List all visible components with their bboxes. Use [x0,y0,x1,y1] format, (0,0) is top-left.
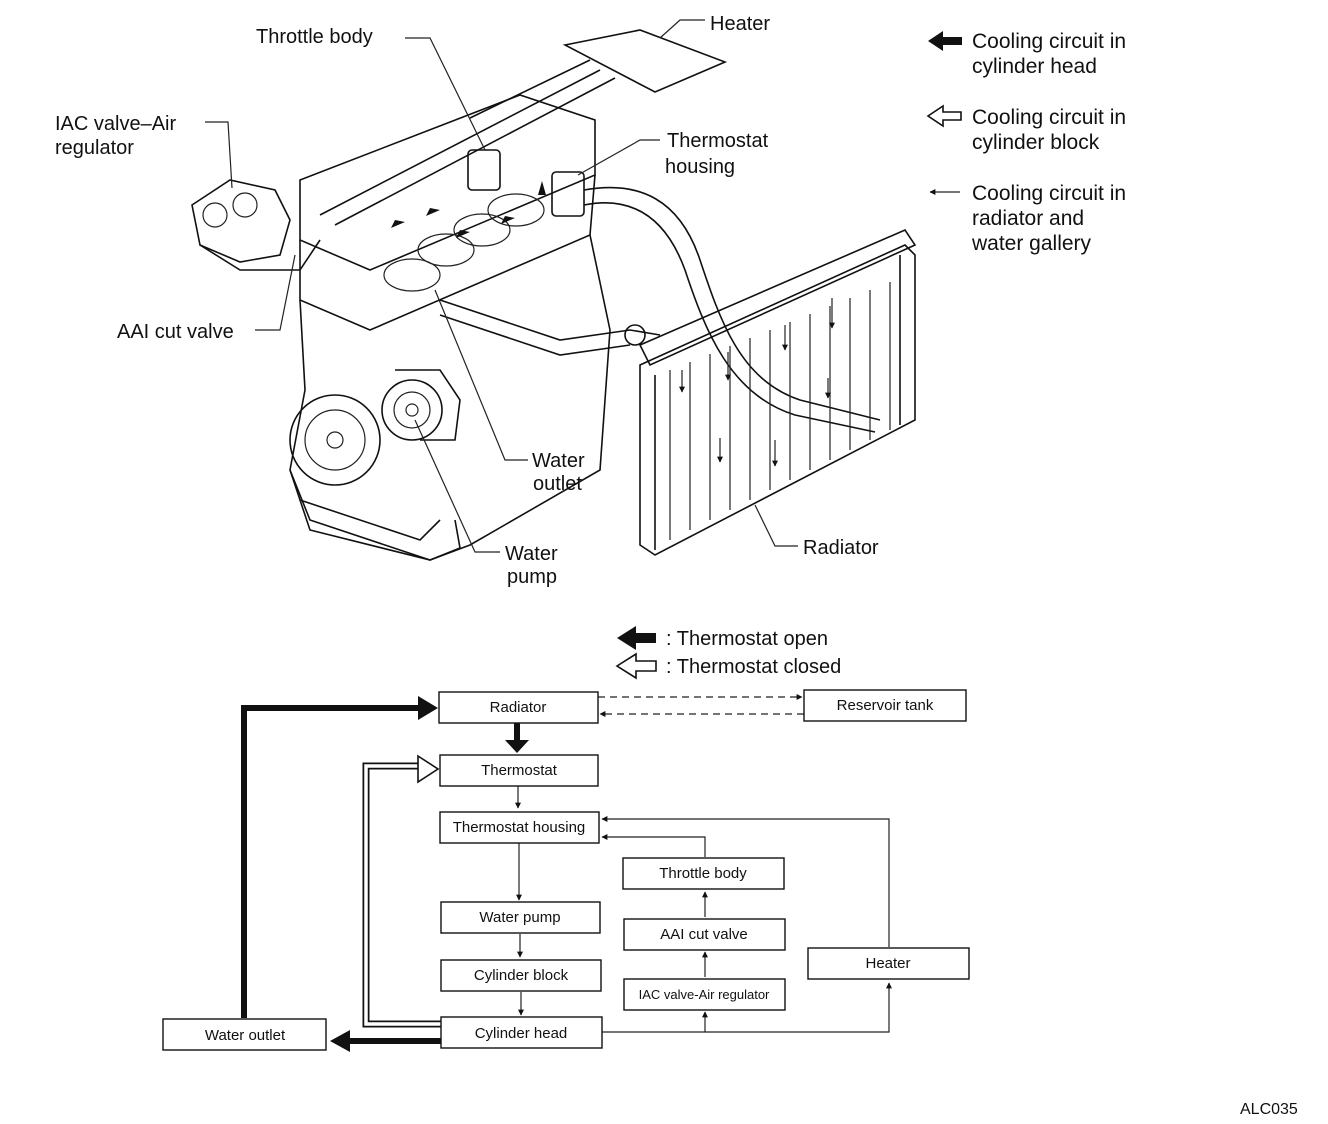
iac-valve-part [191,179,291,263]
cylinder-block [289,234,611,561]
box-iac-valve-label: IAC valve-Air regulator [639,987,770,1002]
box-heater-label: Heater [865,955,910,972]
cylinder-head [299,94,596,271]
thermostat-open-arrow-icon [617,626,656,650]
box-radiator-label: Radiator [490,699,547,716]
label-water-outlet: Water [532,450,585,472]
flow-legend: : Thermostat open : Thermostat closed [615,626,841,680]
water-pump-part [381,379,443,441]
label-water-pump: Water [505,543,558,565]
box-water-outlet [162,1018,327,1051]
box-thermostat-housing [439,811,600,844]
label-aai-cut-valve: AAI cut valve [117,321,234,343]
box-reservoir-tank-label: Reservoir tank [837,697,934,714]
throttle-body-part [467,149,501,191]
label-water-outlet-line2: outlet [533,473,582,495]
label-heater: Heater [710,13,770,35]
box-throttle-body [622,857,785,890]
box-water-pump-label: Water pump [479,909,560,926]
legend-head-line1: Cooling circuit in [972,30,1126,53]
legend-gallery-line3: water gallery [971,232,1092,255]
legend-block-line1: Cooling circuit in [972,106,1126,129]
box-aai-cut-valve [623,918,786,951]
head-flow-arrows [391,181,546,238]
hollow-arrow-icon [926,104,962,128]
box-reservoir-tank [803,689,967,722]
label-iac-valve: IAC valve–Air [55,113,176,135]
legend-gallery-line2: radiator and [972,207,1084,230]
box-thermostat-housing-label: Thermostat housing [453,819,586,836]
box-heater [807,947,970,980]
legend-block-line2: cylinder block [972,131,1100,154]
radiator-flow-arrows [679,298,835,467]
flow-connectors [241,694,892,1052]
box-aai-cut-valve-label: AAI cut valve [660,926,748,943]
flow-boxes: Radiator Reservoir tank Thermostat Therm… [162,689,970,1051]
engine-illustration [191,29,917,561]
radiator-part [639,244,916,556]
solid-arrow-icon [928,31,962,51]
legend-thermostat-closed: : Thermostat closed [666,656,841,678]
figure-code: ALC035 [1240,1101,1298,1118]
thermostat-housing-part [551,171,585,217]
label-throttle-body: Throttle body [256,26,373,48]
box-cylinder-block-label: Cylinder block [474,967,569,984]
crank-pulley [289,394,381,486]
legend-thermostat-open: : Thermostat open [666,628,828,650]
box-cylinder-block [440,959,602,992]
box-cylinder-head [440,1016,603,1049]
label-iac-valve-line2: regulator [55,137,134,159]
label-thermostat-housing: Thermostat [667,130,769,152]
box-thermostat-label: Thermostat [481,762,558,779]
box-radiator [438,691,599,724]
box-iac-valve [623,978,786,1011]
box-throttle-body-label: Throttle body [659,865,747,882]
box-thermostat [439,754,599,787]
heater-core [562,29,728,93]
box-cylinder-head-label: Cylinder head [475,1025,568,1042]
thermostat-closed-arrow-icon [615,652,657,680]
illustration-legend: Cooling circuit in cylinder head Cooling… [926,30,1126,255]
illustration-labels: Heater Throttle body IAC valve–Air regul… [55,13,879,588]
legend-gallery-line1: Cooling circuit in [972,182,1126,205]
box-water-pump [440,901,601,934]
label-thermostat-housing-line2: housing [665,156,735,178]
legend-head-line2: cylinder head [972,55,1097,78]
box-water-outlet-label: Water outlet [205,1027,286,1044]
label-water-pump-line2: pump [507,566,557,588]
label-radiator: Radiator [803,537,879,559]
